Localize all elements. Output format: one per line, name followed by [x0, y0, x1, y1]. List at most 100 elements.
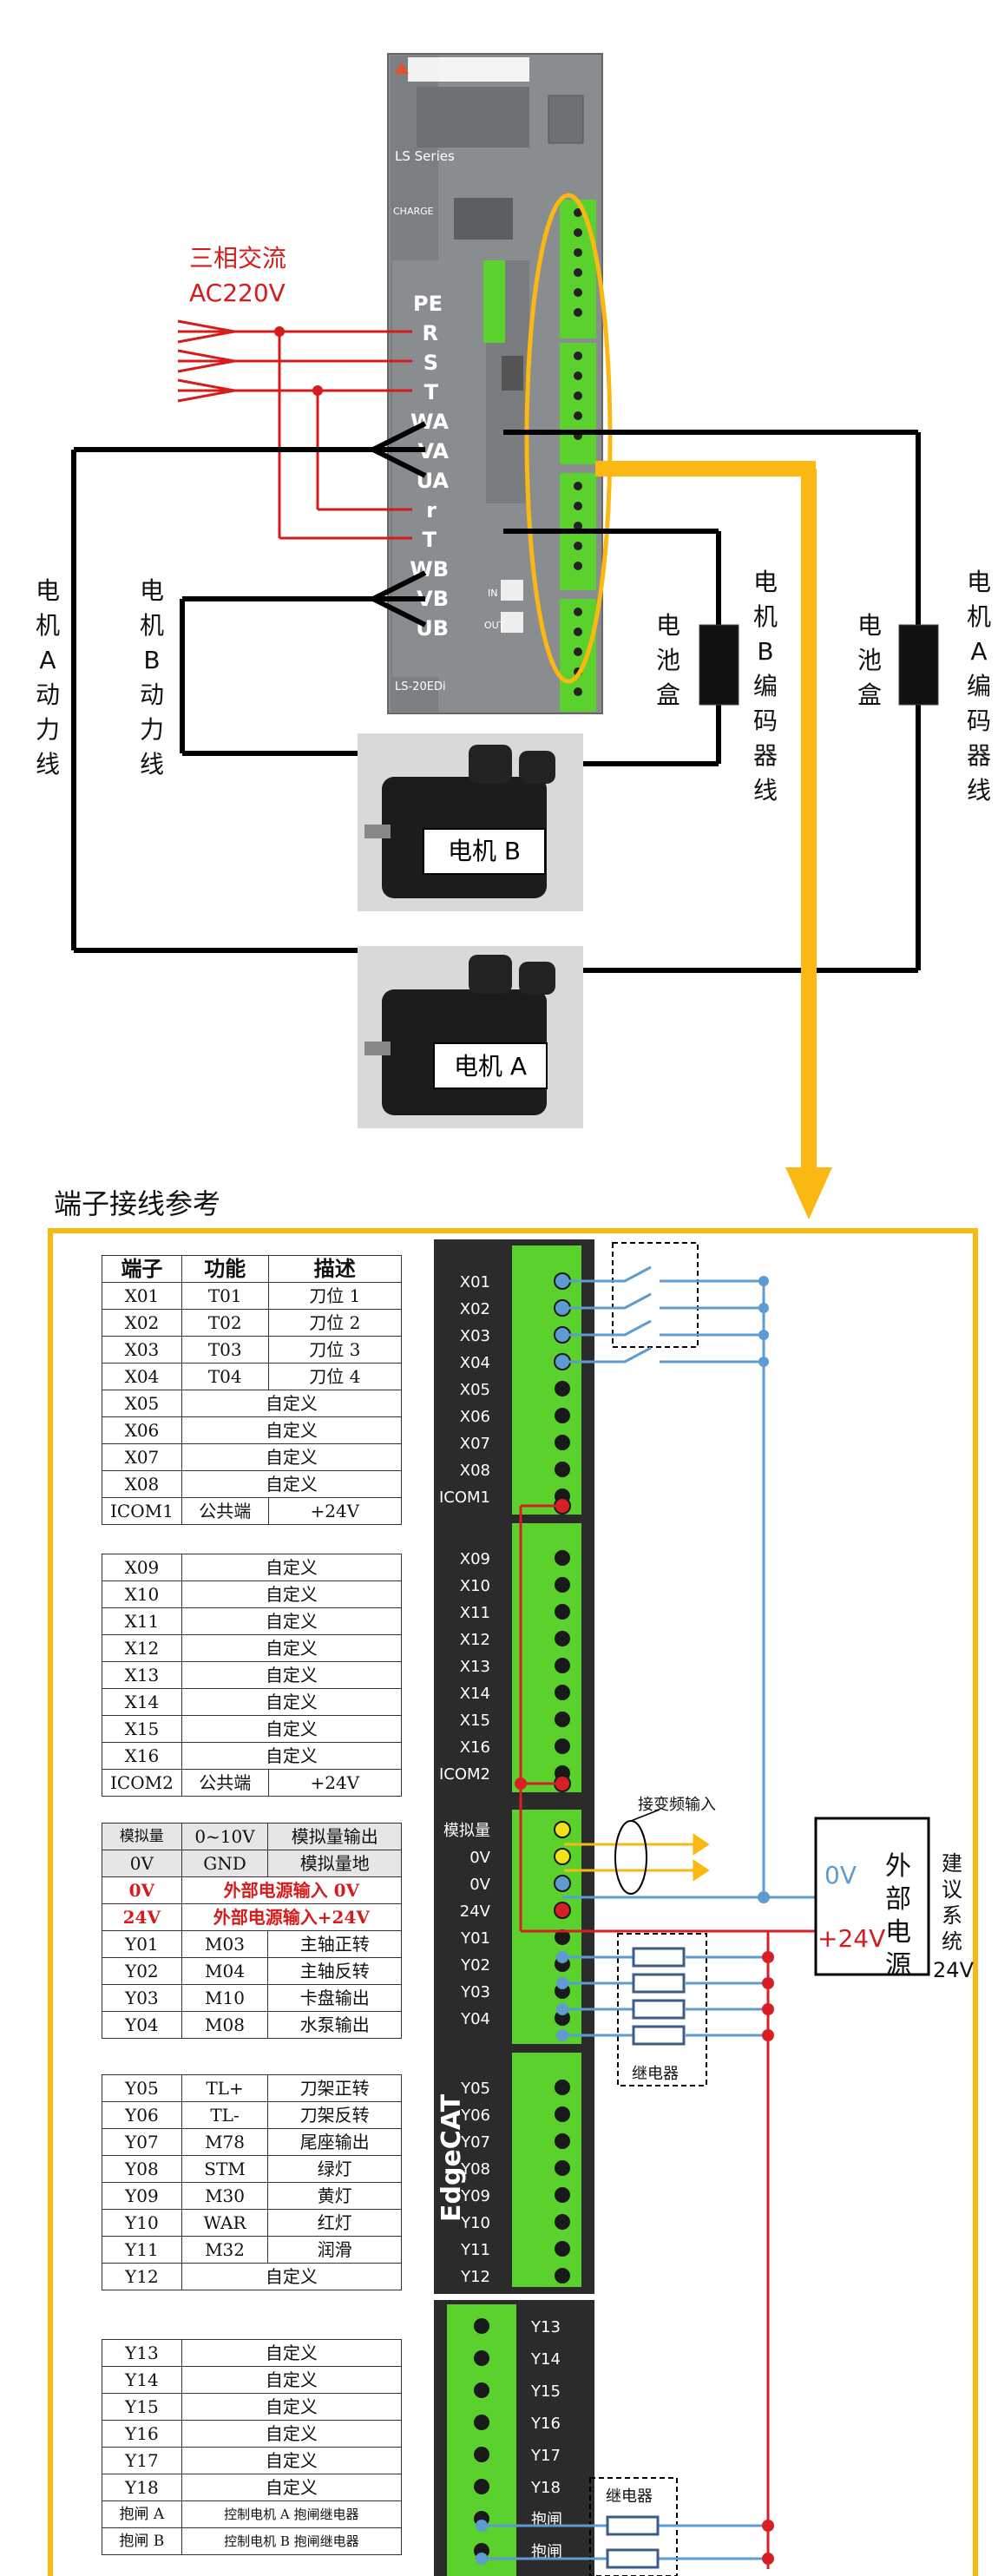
board-terminal-label: Y13 — [530, 2318, 561, 2336]
cell: 0V — [102, 1876, 182, 1904]
board-terminal-label: 0V — [469, 1876, 490, 1894]
ps-box-char-1: 外 — [885, 1851, 911, 1882]
term-t: T — [424, 380, 439, 404]
cell: Y05 — [102, 2074, 182, 2102]
charge-label: CHARGE — [393, 206, 434, 217]
header-description: 描述 — [267, 1255, 403, 1283]
cell: 自定义 — [181, 2393, 403, 2421]
relay-box — [617, 1933, 707, 2086]
board-terminal-label: X14 — [460, 1685, 490, 1703]
board-terminal-screw — [474, 2415, 489, 2430]
ps-suggest-char-2: 议 — [942, 1877, 962, 1902]
board-terminal-label: ICOM2 — [439, 1765, 490, 1784]
board-terminal-label: 抱闸 — [531, 2543, 562, 2561]
cell: X10 — [102, 1580, 182, 1608]
cell: 自定义 — [181, 1580, 403, 1608]
motor-b-power-label-2: 机 — [140, 611, 164, 640]
relay-box-2 — [589, 2477, 678, 2576]
cell: M04 — [181, 1957, 269, 1985]
board-terminal-label: X05 — [460, 1381, 490, 1399]
cell: M08 — [181, 2011, 269, 2039]
board-terminal-label: 0V — [469, 1849, 490, 1867]
cell: 自定义 — [181, 1416, 403, 1444]
cell: STM — [181, 2155, 269, 2183]
motor-a-power-label-4: 动 — [36, 680, 60, 709]
cell: +24V — [267, 1497, 403, 1525]
cell: M32 — [181, 2236, 269, 2264]
board-terminal-screw — [555, 2010, 570, 2026]
cell: 刀位 1 — [267, 1282, 403, 1310]
orange-arrow — [595, 461, 832, 1219]
board-terminal-screw — [555, 2268, 570, 2284]
board-terminal-label: Y16 — [530, 2415, 561, 2433]
motor-a-power-label-6: 线 — [36, 750, 60, 779]
encoder-a-label-4: 编 — [967, 672, 991, 700]
cell: X09 — [102, 1554, 182, 1581]
board-terminal-label: X06 — [460, 1408, 490, 1426]
inverter-input-label: 接变频输入 — [638, 1796, 716, 1814]
ac-junction-1 — [274, 326, 285, 337]
board-terminal-label: X08 — [460, 1462, 490, 1480]
cell: 刀位 4 — [267, 1363, 403, 1390]
term-pe: PE — [413, 292, 443, 316]
term-t2: T — [423, 528, 437, 552]
cell: 自定义 — [181, 1688, 403, 1716]
cell: 控制电机 A 抱闸继电器 — [181, 2500, 403, 2528]
cell: 自定义 — [181, 1554, 403, 1581]
cell: 黄灯 — [267, 2182, 402, 2210]
board-terminal-label: Y17 — [530, 2447, 561, 2465]
battery-b-label-3: 盒 — [656, 680, 680, 709]
board-terminal-label: 模拟量 — [443, 1822, 490, 1840]
board-terminal-screw — [555, 1577, 570, 1593]
battery-a-label-2: 池 — [857, 646, 882, 674]
board-terminal-label: Y07 — [460, 2133, 490, 2152]
cell: X12 — [102, 1634, 182, 1662]
board-terminal-label: X12 — [460, 1631, 490, 1649]
board-terminal-label: X02 — [460, 1300, 490, 1318]
board-terminal-screw — [555, 1738, 570, 1754]
board-terminal-screw — [555, 1462, 570, 1477]
ac-input-wires — [177, 319, 412, 540]
cell: T02 — [181, 1309, 269, 1337]
terminal-board: EdgeCAT X01X02X03X04X05X06X07X08ICOM1X09… — [434, 1239, 594, 2576]
ps-box-char-2: 部 — [885, 1884, 911, 1915]
encoder-b-label-7: 线 — [753, 776, 778, 805]
board-terminal-screw — [555, 1631, 570, 1646]
cell: Y07 — [102, 2128, 182, 2156]
relay-label-1: 继电器 — [632, 2065, 679, 2083]
cell: GND — [181, 1850, 269, 1877]
ac-label-cn: 三相交流 — [189, 244, 286, 273]
ps-24v-label: +24V — [817, 1924, 885, 1953]
cell: 红灯 — [267, 2209, 402, 2237]
cell: 绿灯 — [267, 2155, 402, 2183]
section-title: 端子接线参考 — [54, 1187, 220, 1220]
cell: 公共端 — [181, 1497, 269, 1525]
cell: X14 — [102, 1688, 182, 1716]
cell: Y14 — [102, 2366, 182, 2394]
header-function: 功能 — [181, 1255, 269, 1283]
ps-box-char-4: 源 — [885, 1950, 911, 1981]
board-terminal-label: X09 — [460, 1550, 490, 1568]
board-terminal-label: Y09 — [460, 2187, 490, 2205]
motor-a-power-label-3: A — [39, 646, 56, 674]
motor-a-power-label-2: 机 — [36, 611, 60, 640]
board-terminal-screw — [555, 2187, 570, 2203]
port-out: OUT — [484, 620, 505, 631]
battery-a-label-3: 盒 — [857, 680, 882, 709]
board-terminal-screw — [555, 2080, 570, 2095]
driver-model: LS-20EDi — [395, 680, 446, 693]
cell: 润滑 — [267, 2236, 402, 2264]
cell: X08 — [102, 1470, 182, 1498]
cell: T03 — [181, 1336, 269, 1364]
motor-b-power-label-5: 力 — [140, 715, 164, 744]
cell: 0V — [102, 1850, 182, 1877]
